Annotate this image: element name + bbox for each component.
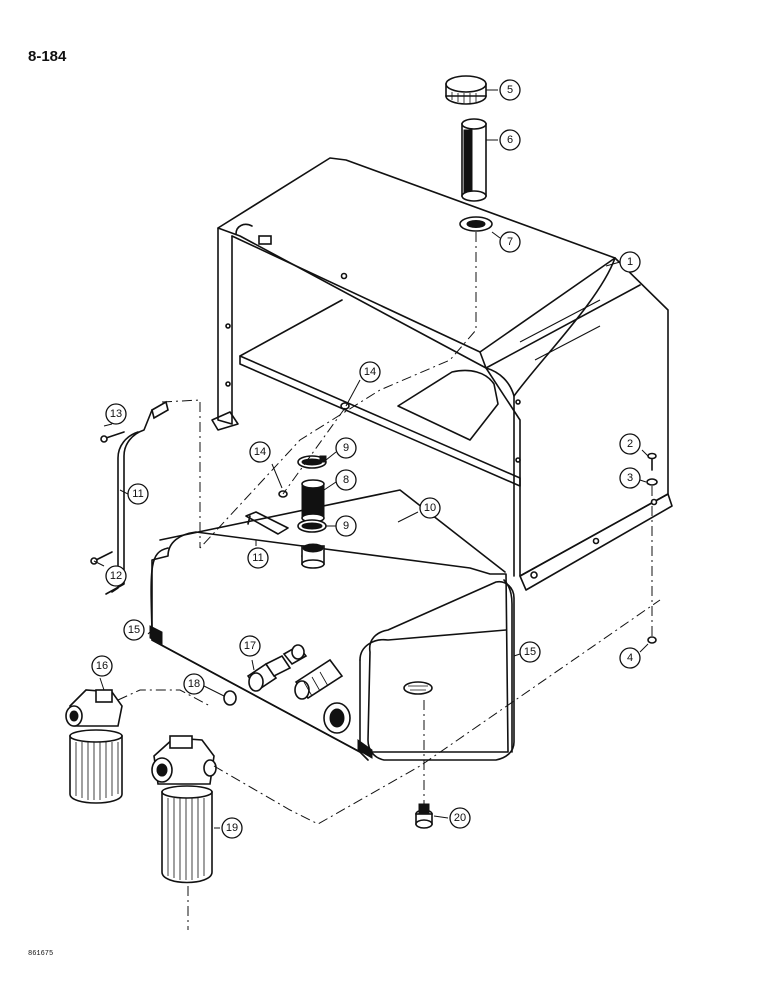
svg-text:11: 11 [132,488,143,500]
callout-18: 18 [183,673,205,695]
filler-cap [445,75,487,105]
tank-strap-left [105,400,169,595]
svg-text:16: 16 [96,660,108,672]
svg-text:1: 1 [627,256,633,268]
callout-1: 1 [619,251,641,273]
centerline-filler [199,232,477,549]
centerline-strap [161,399,201,548]
tank-cover-shield [211,157,673,591]
o-ring [223,690,237,706]
filler-hose-clamp-lower [297,519,327,533]
svg-text:13: 13 [110,408,122,420]
callout-9: 9 [335,515,357,537]
callout-6: 6 [499,129,521,151]
callout-12: 12 [105,565,127,587]
return-filter [65,689,123,804]
callout-11: 11 [247,547,269,569]
callout-9: 9 [335,437,357,459]
callout-15: 15 [519,641,541,663]
svg-text:20: 20 [454,812,466,824]
svg-text:15: 15 [524,646,536,658]
callout-10: 10 [419,497,441,519]
callout-5: 5 [499,79,521,101]
tank-strap-right [245,511,289,535]
svg-text:12: 12 [110,570,122,582]
drain-plug [415,803,433,829]
leader-lines [93,89,649,829]
centerline-suction-line [213,599,661,825]
tank-fill-tube [301,543,325,569]
svg-text:17: 17 [244,640,256,652]
callout-16: 16 [91,655,113,677]
svg-text:9: 9 [343,520,349,532]
strap-bolt-upper [100,431,125,443]
svg-text:2: 2 [627,438,633,450]
svg-text:15: 15 [128,624,140,636]
filler-neck-strainer [461,118,487,202]
svg-text:8: 8 [343,474,349,486]
cover-washer [646,478,658,486]
svg-text:18: 18 [188,678,200,690]
callout-17: 17 [239,635,261,657]
filler-gasket [459,216,493,232]
svg-text:14: 14 [364,366,376,378]
drawing-code: 861675 [28,950,54,958]
filler-hose-clamp-upper [297,455,327,469]
svg-text:9: 9 [343,442,349,454]
cover-bolt [647,452,657,471]
svg-text:10: 10 [424,502,436,514]
svg-text:14: 14 [254,446,266,458]
callout-20: 20 [449,807,471,829]
callout-7: 7 [499,231,521,253]
suction-tube [294,658,344,700]
svg-text:3: 3 [627,472,633,484]
svg-text:11: 11 [252,552,263,564]
strap-bolt-lower [90,551,113,565]
callout-3: 3 [619,467,641,489]
callout-15: 15 [123,619,145,641]
centerline-return-filter [117,689,211,707]
filler-hose [301,479,325,523]
callout-2: 2 [619,433,641,455]
callout-8: 8 [335,469,357,491]
callout-11: 11 [127,483,149,505]
svg-text:5: 5 [507,84,513,96]
callout-13: 13 [105,403,127,425]
callout-19: 19 [221,817,243,839]
svg-text:6: 6 [507,134,513,146]
suction-filter [151,735,217,884]
svg-text:19: 19 [226,822,238,834]
centerline-nut [282,407,346,495]
cover-nut [647,636,657,644]
page-number: 8-184 [28,48,67,65]
hydraulic-tank [149,489,515,761]
callout-14: 14 [249,441,271,463]
svg-text:4: 4 [627,652,633,664]
elbow-fitting [246,644,308,692]
svg-text:7: 7 [507,236,513,248]
callout-14: 14 [359,361,381,383]
callout-4: 4 [619,647,641,669]
